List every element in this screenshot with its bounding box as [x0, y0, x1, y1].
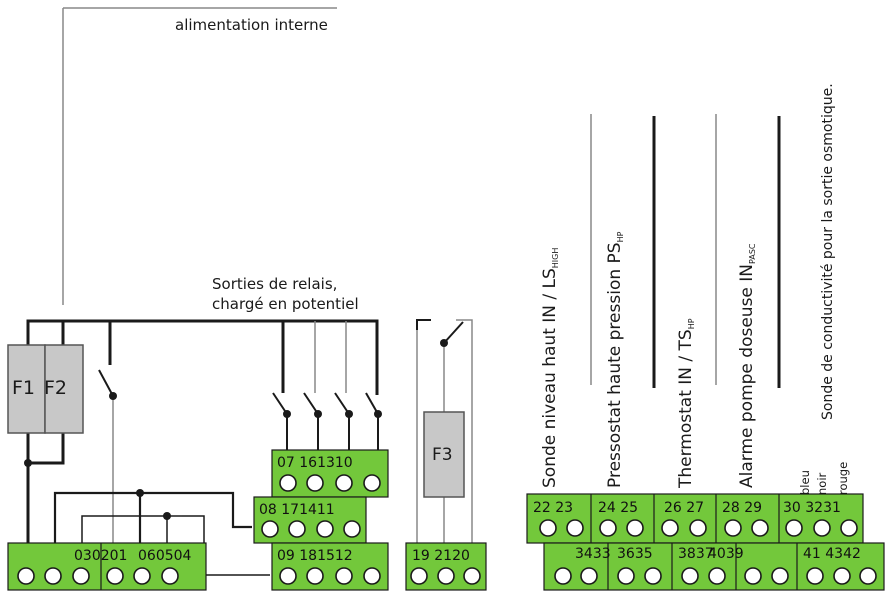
terminal-blocks	[7, 449, 885, 591]
power-feed	[62, 7, 337, 305]
terminal-num-2627: 26 27	[664, 500, 704, 516]
terminal-num-19: 19 2120	[412, 548, 470, 564]
input-labels: Sonde niveau haut IN / LSHIGH Pressostat…	[540, 83, 850, 495]
terminal-num-30: 30 3231	[783, 500, 841, 516]
label-thermostat: Thermostat IN / TSHP	[676, 318, 696, 489]
label-pressostat: Pressostat haute pression PSHP	[605, 231, 625, 488]
fuse-f3: F3	[423, 411, 465, 498]
terminal-num-08: 08 171411	[259, 502, 335, 518]
terminal-num-2223: 22 23	[533, 500, 573, 516]
terminal-dividers	[100, 494, 798, 590]
label-sensor: Sonde niveau haut IN / LSHIGH	[540, 248, 560, 488]
relay-label-line2: chargé en potentiel	[212, 295, 359, 313]
label-wire-black: noir	[815, 472, 829, 495]
fuse-f1-label: F1	[12, 377, 35, 399]
terminal-num-3433: 3433	[575, 546, 611, 562]
terminal-numbers: 030201 060504 07 161310 08 171411 09 181…	[74, 455, 861, 564]
label-conductivity: Sonde de conductivité pour la sortie osm…	[820, 83, 836, 420]
fuse-f2-label: F2	[44, 377, 67, 399]
input-separators	[590, 114, 781, 388]
terminal-num-07: 07 161310	[277, 455, 353, 471]
terminal-num-3837: 3837	[678, 546, 714, 562]
terminal-num-2425: 24 25	[598, 500, 638, 516]
terminal-num-3635: 3635	[617, 546, 653, 562]
terminal-num-4039: 4039	[708, 546, 744, 562]
f3-circuit	[416, 319, 473, 543]
terminal-num-030201: 030201	[74, 548, 127, 564]
relay-gray-wires	[314, 321, 347, 393]
terminal-screws	[17, 474, 877, 585]
terminal-num-060504: 060504	[138, 548, 192, 564]
fuse-f3-label: F3	[432, 445, 453, 465]
label-alarm: Alarme pompe doseuse INPASC	[737, 243, 757, 488]
fuse-f1-f2: F1 F2	[7, 344, 84, 434]
power-label: alimentation interne	[175, 16, 328, 34]
terminal-num-41: 41 4342	[803, 546, 861, 562]
internal-switch	[98, 369, 114, 548]
terminal-num-2829: 28 29	[722, 500, 762, 516]
terminal-num-09: 09 181512	[277, 548, 353, 564]
power-bus	[26, 319, 379, 548]
terminal-block-22-32	[526, 493, 864, 544]
label-wire-blue: bleu	[798, 470, 812, 495]
label-wire-red: rouge	[836, 462, 850, 495]
relay-label-line1: Sorties de relais,	[212, 275, 337, 293]
relay-switches	[272, 392, 379, 452]
